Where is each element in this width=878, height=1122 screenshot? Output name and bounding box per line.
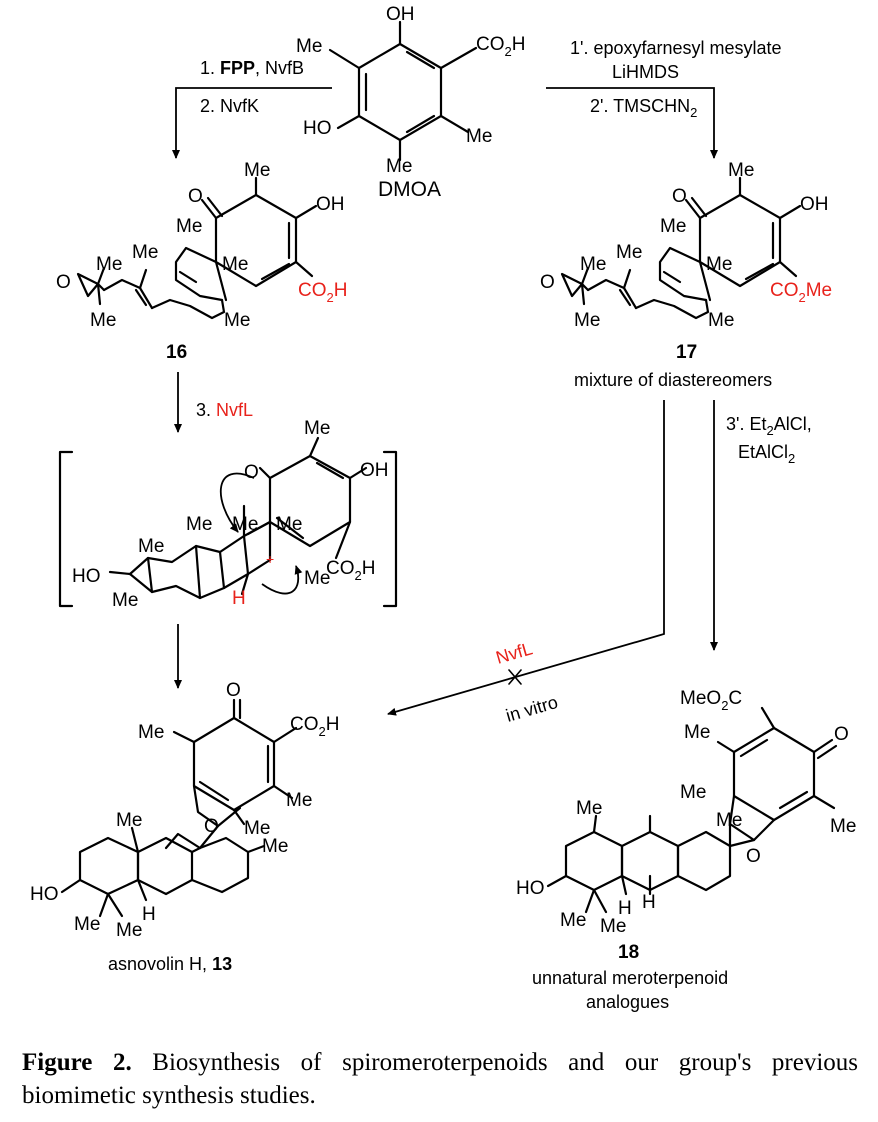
c17-methyl-top: Me [728,160,754,181]
figure-caption: Figure 2. Biosynthesis of spiromeroterpe… [22,1046,858,1112]
dmoa-methyl-right: Me [466,126,492,147]
c16-hydroxy: OH [316,194,345,215]
left-step-2: 2. NvfK [200,96,259,116]
compound-18-label: 18 [618,942,639,963]
c13-hydrogen: H [142,904,156,925]
c18-ketone-o: O [834,724,849,745]
right-step-1: 1'. epoxyfarnesyl mesylate [570,38,782,58]
int-hydrogen: H [232,588,246,609]
c13-ketone-o: O [226,680,241,701]
c16-methyl-alkene: Me [132,242,158,263]
c17-methyl-quaternary: Me [660,216,686,237]
c16-epoxide-o: O [56,272,71,293]
c18-methyl-gem: Me [560,910,586,931]
c17-methyl-alkene: Me [616,242,642,263]
c13-methyl-spiro: Me [244,818,270,839]
left-middle-arrow: 3. NvfL [174,372,253,433]
c17-methyl-epoxide-top: Me [580,254,606,275]
right-step-3a: 3'. Et2AlCl, [726,414,812,438]
c13-methyl-junction: Me [116,810,142,831]
c18-pyran-o: O [746,846,761,867]
c13-methyl-ring-left: Me [138,722,164,743]
c17-epoxide-o: O [540,272,555,293]
c17-methyl-ester: CO2Me [770,280,832,305]
compound-17-structure: O Me Me Me Me Me Me O Me OH CO2Me 17 mix… [540,160,832,390]
left-top-arrow: 1. FPP, NvfB 2. NvfK [172,58,332,159]
compound-18-structure: MeO2C O Me Me Me O Me Me H HO Me Me H 18… [516,688,856,1012]
c13-methyl-right-ring: Me [262,836,288,857]
cross-arrow-condition: in vitro [504,692,560,726]
dmoa-structure: OH CO2H Me Me HO Me DMOA [296,4,525,201]
int-methyl-center: Me [186,514,212,535]
c16-methyl-quaternary: Me [176,216,202,237]
c17-ketone-o: O [672,186,687,207]
c17-methyl-ring: Me [706,254,732,275]
int-methyl-left-bottom: Me [112,590,138,611]
right-step-1b: LiHMDS [612,62,679,82]
dmoa-oh: OH [386,4,415,25]
c16-methyl-epoxide-top: Me [96,254,122,275]
c13-methyl-gem-2: Me [116,920,142,941]
int-methyl-spiro: Me [276,514,302,535]
int-cation-plus: + [266,551,274,567]
compound-13-structure: O CO2H Me Me Me O Me Me HO Me Me H asnov… [30,680,339,974]
int-hydroxy-left: HO [72,566,101,587]
c18-methyl-gem-2: Me [600,916,626,937]
compound-18-desc-1: unnatural meroterpenoid [532,968,728,988]
right-step-2: 2'. TMSCHN2 [590,96,697,120]
int-methyl-ring: Me [304,568,330,589]
left-step-3: 3. NvfL [196,400,253,420]
dmoa-methyl-left: Me [296,36,322,57]
int-methyl-top: Me [304,418,330,439]
right-arrows: 3'. Et2AlCl, EtAlCl2 NvfL in vitro [387,400,812,726]
cross-arrow-enzyme: NvfL [494,638,535,667]
c16-methyl-bottom: Me [224,310,250,331]
int-methyl-junction: Me [232,514,258,535]
c18-methyl-ring-right: Me [830,816,856,837]
c13-hydroxy: HO [30,884,59,905]
c16-methyl-epoxide-bottom: Me [90,310,116,331]
figure-caption-text: Biosynthesis of spiromeroterpenoids and … [22,1049,859,1109]
right-step-3b: EtAlCl2 [738,442,795,466]
c13-methyl-ring-right: Me [286,790,312,811]
c16-ketone-o: O [188,186,203,207]
compound-17-label: 17 [676,342,697,363]
c16-carboxylic-acid: CO2H [298,280,347,305]
c18-hydrogen-2: H [618,898,632,919]
c13-methyl-gem: Me [74,914,100,935]
c17-hydroxy: OH [800,194,829,215]
c16-methyl-ring: Me [222,254,248,275]
compound-17-note: mixture of diastereomers [574,370,772,390]
figure-label: Figure 2. [22,1049,132,1076]
c18-methyl-ester: MeO2C [680,688,742,713]
int-ketone-o: O [244,462,259,483]
int-carboxylic-acid: CO2H [326,558,375,583]
c18-hydrogen-1: H [642,892,656,913]
dmoa-carboxylic-acid: CO2H [476,34,525,59]
c16-methyl-top: Me [244,160,270,181]
c18-methyl-quaternary: Me [680,782,706,803]
dmoa-methyl-bottom: Me [386,156,412,177]
right-top-arrow: 1'. epoxyfarnesyl mesylate LiHMDS 2'. TM… [546,38,782,159]
c17-methyl-bottom: Me [708,310,734,331]
compound-13-label: asnovolin H, 13 [108,954,232,974]
compound-18-desc-2: analogues [586,992,669,1012]
c17-methyl-epoxide-bottom: Me [574,310,600,331]
left-step-1: 1. FPP, NvfB [200,58,304,78]
compound-16-structure: O Me Me Me Me Me Me O Me OH CO2H 16 [56,160,347,363]
c13-carboxylic-acid: CO2H [290,714,339,739]
dmoa-label: DMOA [378,178,441,201]
dmoa-hydroxy-left: HO [303,118,332,139]
int-hydroxy: OH [360,460,389,481]
c18-methyl-ring-left: Me [684,722,710,743]
c18-methyl-pyran: Me [716,810,742,831]
int-methyl-left-top: Me [138,536,164,557]
c18-methyl-junction: Me [576,798,602,819]
reaction-scheme: OH CO2H Me Me HO Me DMOA 1. FPP, NvfB 2.… [30,4,856,1012]
compound-16-label: 16 [166,342,187,363]
cationic-intermediate: O Me OH CO2H Me Me Me Me Me Me HO H + [58,418,398,611]
c18-hydroxy: HO [516,878,545,899]
c13-furan-o: O [204,816,219,837]
